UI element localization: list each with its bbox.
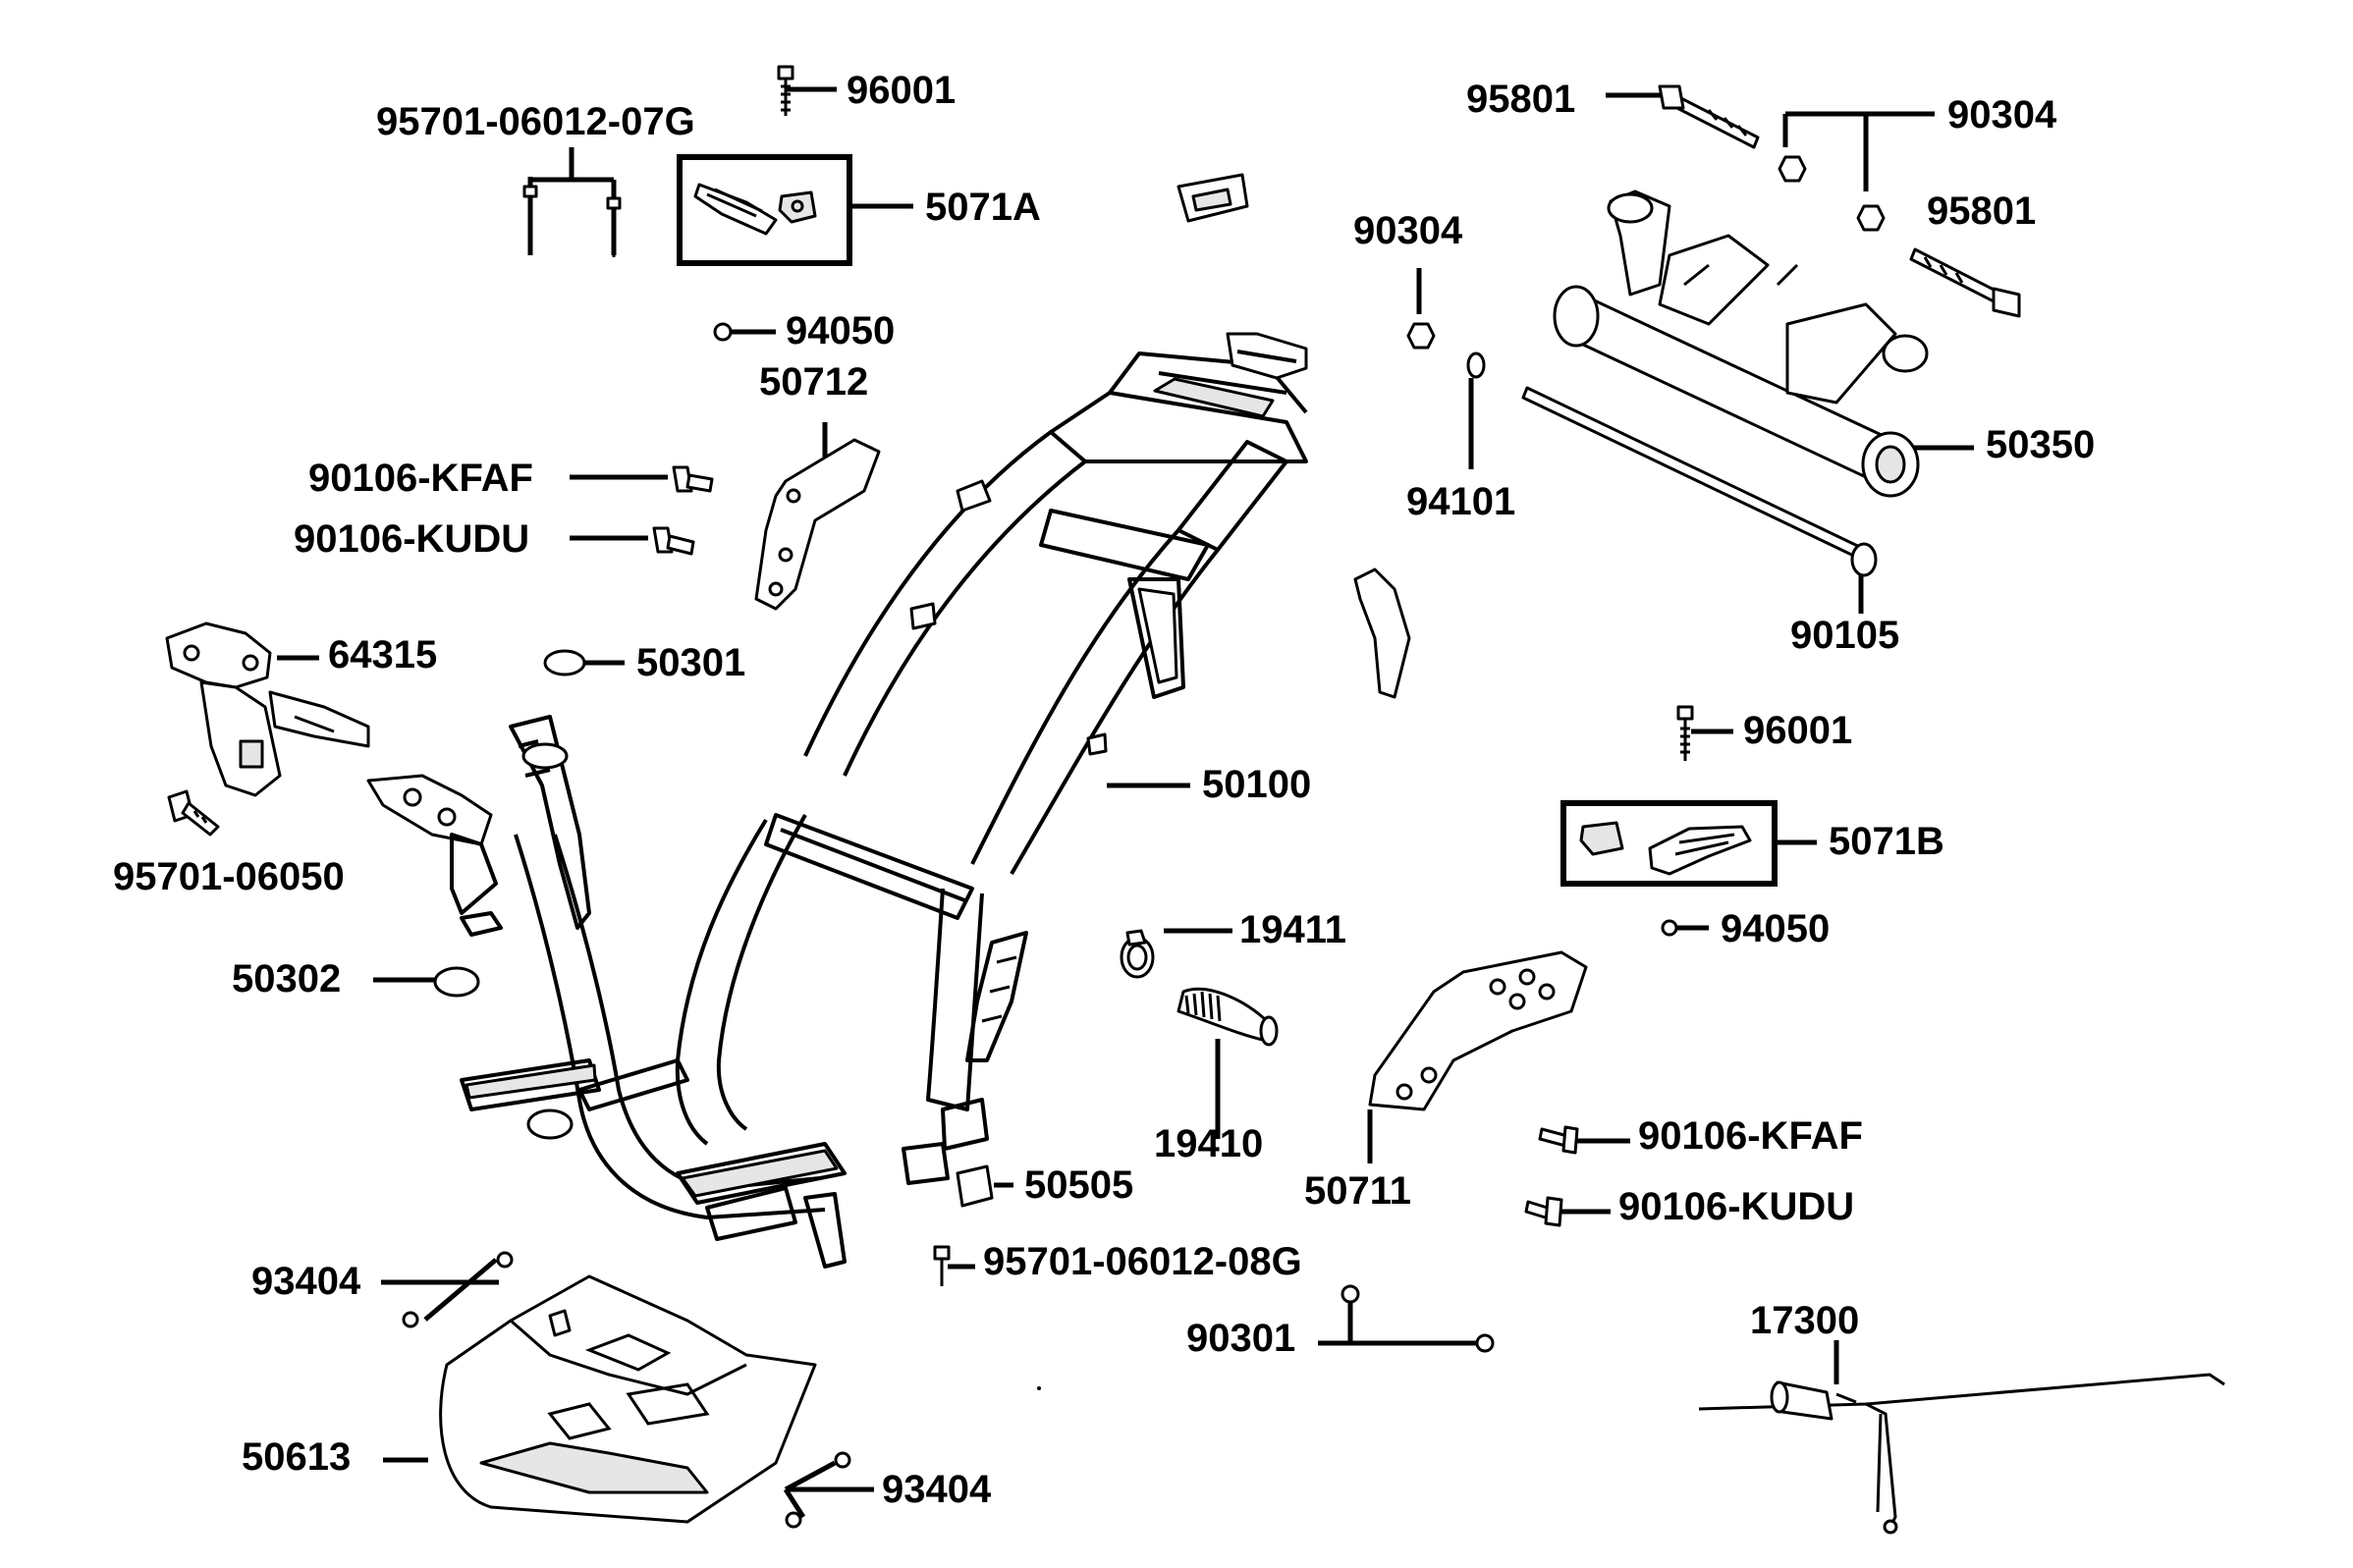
bolt-90106-kudu-bottom (1524, 1196, 1563, 1227)
footrest-set-5071b (1560, 800, 1778, 887)
label-50302: 50302 (232, 957, 341, 1000)
label-95701-06012-08g: 95701-06012-08G (983, 1240, 1302, 1283)
box-5071a (677, 154, 852, 266)
bracket-50712 (754, 438, 881, 611)
label-50711: 50711 (1304, 1169, 1411, 1213)
nut-90304-a (1778, 155, 1807, 183)
bolt-95801-right (1909, 247, 2021, 318)
label-90105: 90105 (1790, 614, 1899, 657)
bolt-90106-kfaf-bottom (1538, 1125, 1579, 1155)
box-5071b (1560, 800, 1778, 887)
label-5071b: 5071B (1829, 820, 1944, 863)
label-17300: 17300 (1750, 1299, 1859, 1342)
label-90304-top: 90304 (1947, 93, 2057, 136)
bolt-95701-06012-08g (933, 1245, 951, 1286)
bolt-90105 (1521, 386, 1878, 577)
label-95801-right: 95801 (1927, 189, 2036, 233)
nut-94050-right (1661, 919, 1678, 937)
clip-50505 (956, 1164, 994, 1208)
label-96001-top: 96001 (847, 69, 956, 112)
nut-90304-b (1856, 204, 1886, 232)
bolt-90106-kudu-top (652, 526, 695, 556)
label-96001-right: 96001 (1743, 709, 1852, 752)
bolt-90106-kfaf-top (672, 465, 714, 493)
washer-94101 (1466, 351, 1486, 379)
footrest-set-5071a (677, 154, 852, 266)
label-93404-top: 93404 (251, 1260, 361, 1303)
bracket-50711 (1368, 950, 1588, 1111)
label-90106-kfaf-bottom: 90106-KFAF (1638, 1114, 1863, 1158)
bracket-64315 (165, 622, 370, 797)
under-cover-50613 (439, 1274, 817, 1524)
label-50613: 50613 (242, 1435, 351, 1479)
label-64315: 64315 (328, 633, 437, 676)
label-94050-right: 94050 (1721, 907, 1830, 950)
speck (1037, 1386, 1041, 1390)
label-5071a: 5071A (925, 186, 1041, 229)
label-19410: 19410 (1154, 1122, 1263, 1165)
main-frame-50100 (366, 332, 1308, 1269)
clamp-19411 (1120, 929, 1155, 979)
label-94101: 94101 (1406, 480, 1515, 523)
label-50301: 50301 (636, 641, 745, 684)
nut-90301-b (1475, 1333, 1495, 1353)
grommet-50302 (433, 966, 480, 998)
nut-90301-a (1341, 1284, 1360, 1304)
bolt-95701-06050 (167, 789, 220, 837)
bolt-96001-right (1676, 705, 1694, 761)
label-90304-mid: 90304 (1353, 209, 1463, 252)
bolt-95801-top (1658, 84, 1760, 149)
label-50350: 50350 (1986, 423, 2095, 466)
cap-50301 (543, 649, 586, 676)
label-95701-06050: 95701-06050 (113, 855, 345, 898)
screw-93404-bottom (785, 1451, 851, 1529)
part-labels: 95701-06012-07G 96001 5071A 95801 90304 … (113, 69, 2095, 1511)
bolts-95701-06012-07g (522, 185, 622, 257)
label-90301: 90301 (1186, 1317, 1295, 1360)
label-50712: 50712 (759, 360, 868, 404)
hose-19410 (1176, 987, 1279, 1047)
label-95801-top: 95801 (1466, 78, 1575, 121)
wire-harness-17300 (1698, 1373, 2225, 1535)
label-90106-kfaf-top: 90106-KFAF (308, 457, 533, 500)
leader-lines (277, 86, 1974, 1519)
label-95701-06012-07g: 95701-06012-07G (376, 100, 695, 143)
label-50505: 50505 (1024, 1163, 1133, 1207)
bolt-96001-top (777, 65, 794, 116)
label-19411: 19411 (1239, 908, 1346, 951)
label-50100: 50100 (1202, 763, 1311, 806)
nut-90304-mid (1406, 322, 1436, 350)
plate-part-insert (1191, 188, 1232, 212)
label-90106-kudu-top: 90106-KUDU (294, 517, 529, 561)
label-94050-top: 94050 (786, 309, 895, 352)
engine-hanger-50350 (1553, 189, 1929, 498)
label-93404-bottom: 93404 (882, 1468, 992, 1511)
screw-93404-top (402, 1251, 514, 1328)
label-90106-kudu-bottom: 90106-KUDU (1618, 1185, 1854, 1228)
nut-94050-top (713, 322, 733, 342)
bracket-small-right (1353, 568, 1411, 699)
